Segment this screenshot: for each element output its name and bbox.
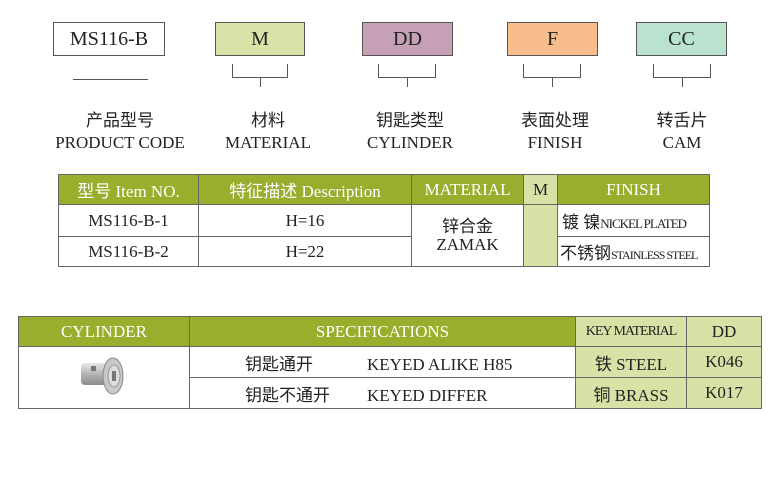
header-m: M — [523, 174, 558, 205]
code-cylinder: DD — [362, 22, 453, 56]
dd-k017: K017 — [686, 377, 762, 409]
item-table: 型号 Item NO. 特征描述 Description MATERIAL M … — [58, 174, 710, 267]
m-cell — [523, 204, 558, 267]
key-material-brass: 铜 BRASS — [575, 377, 687, 409]
table-row: MS116-B-2 H=22 不锈钢STAINLESS STEEL — [58, 236, 710, 267]
bracket-cylinder — [378, 64, 436, 87]
header-material: MATERIAL — [411, 174, 524, 205]
cylinder-table: CYLINDER SPECIFICATIONS KEY MATERIAL DD … — [18, 316, 762, 409]
code-finish: F — [507, 22, 598, 56]
header-item: 型号 Item NO. — [58, 174, 199, 205]
item-description: H=16 — [198, 204, 412, 237]
bracket-finish — [523, 64, 581, 87]
header-dd: DD — [686, 316, 762, 347]
code-material: M — [215, 22, 305, 56]
finish-nickel: 镀 镍NICKEL PLATED — [557, 204, 710, 237]
finish-stainless: 不锈钢STAINLESS STEEL — [557, 236, 710, 267]
item-description: H=22 — [198, 236, 412, 267]
underline-product — [73, 79, 148, 80]
cylinder-lock-icon — [81, 357, 124, 395]
code-product: MS116-B — [53, 22, 165, 56]
dd-k046: K046 — [686, 346, 762, 378]
header-finish: FINISH — [557, 174, 710, 205]
header-description: 特征描述 Description — [198, 174, 412, 205]
header-cylinder: CYLINDER — [18, 316, 190, 347]
header-key-material: KEY MATERIAL — [575, 316, 687, 347]
item-number: MS116-B-1 — [58, 204, 199, 237]
header-specifications: SPECIFICATIONS — [189, 316, 576, 347]
bracket-material — [232, 64, 288, 87]
item-number: MS116-B-2 — [58, 236, 199, 267]
code-cam: CC — [636, 22, 727, 56]
cylinder-image — [18, 346, 190, 409]
key-material-steel: 铁 STEEL — [575, 346, 687, 378]
bracket-cam — [653, 64, 711, 87]
